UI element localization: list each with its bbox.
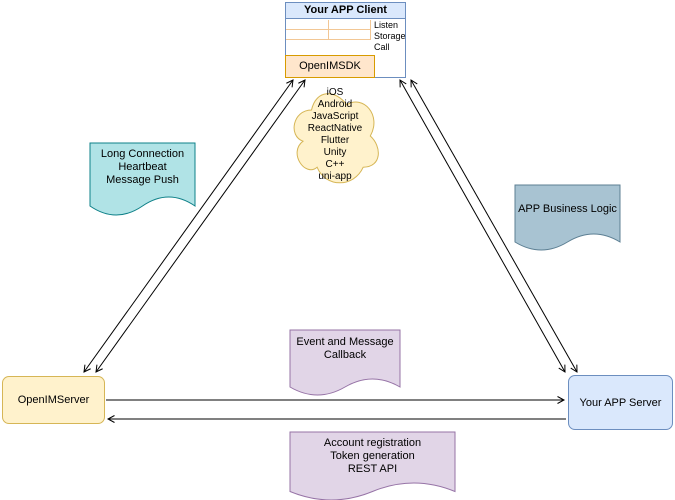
long-connection-callout-shape: [89, 142, 196, 216]
rest-api-callout-text: Account registration Token generation RE…: [323, 437, 422, 475]
client-api-labels: Listen Storage Call: [374, 20, 406, 53]
business-logic-callout-text: APP Business Logic: [518, 203, 617, 215]
client-module-divider: [328, 20, 329, 40]
event-callback-callout-text: Event and Message Callback: [296, 336, 394, 361]
your-app-client-box: Your APP Client Listen Storage Call Open…: [285, 2, 406, 78]
call-label: Call: [374, 42, 390, 52]
arrow-sdk-openimserver-1: [83, 79, 294, 373]
event-callback-callout-shape: [289, 329, 401, 396]
business-logic-callout-shape: [514, 184, 621, 251]
openim-server-box: OpenIMServer: [2, 376, 105, 424]
arrow-client-appserver-2: [410, 79, 578, 373]
platform-cloud-shape: [293, 93, 379, 184]
listen-label: Listen: [374, 20, 399, 30]
rest-api-callout-shape: [289, 431, 456, 500]
your-app-client-title: Your APP Client: [286, 3, 405, 19]
platform-cloud-text: iOS Android JavaScript ReactNative Flutt…: [307, 87, 363, 182]
openimsdk-box: OpenIMSDK: [285, 55, 375, 78]
long-connection-callout-text: Long Connection Heartbeat Message Push: [100, 148, 185, 186]
client-module-table: [286, 20, 371, 40]
your-app-server-box: Your APP Server: [568, 375, 673, 430]
storage-label: Storage: [374, 31, 406, 41]
arrow-sdk-openimserver-2: [95, 79, 306, 373]
